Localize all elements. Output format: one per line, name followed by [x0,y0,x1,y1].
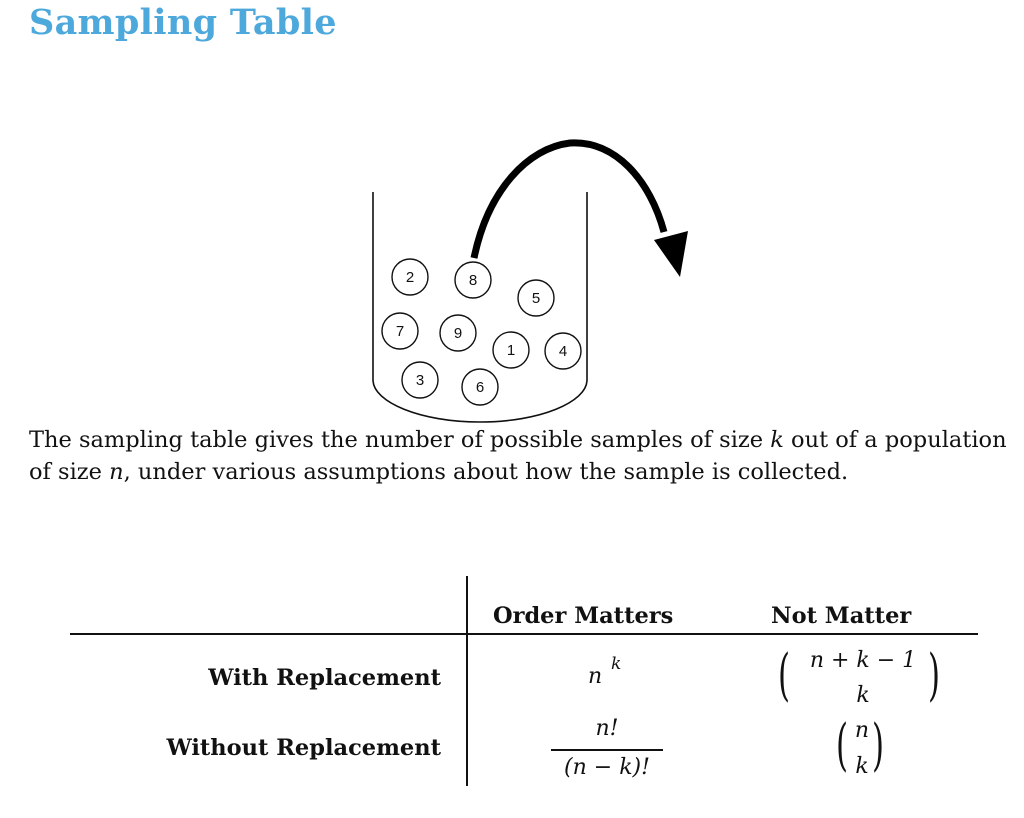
urn-outline [372,192,588,423]
ball: 9 [439,314,477,352]
svg-text:1: 1 [507,342,515,359]
formula-exponent: k [611,654,622,674]
fraction-denominator: (n − k)! [564,755,650,780]
ball: 3 [401,361,439,399]
binom-top: n [854,718,870,743]
svg-text:3: 3 [416,372,424,389]
intro-text: out of a population of size [29,427,1007,485]
ball: 8 [454,261,492,299]
binom-top: n + k − 1 [809,648,917,673]
header-order-matters: Order Matters [493,603,674,629]
svg-text:8: 8 [469,272,477,289]
svg-text:4: 4 [559,343,567,360]
table-horizontal-rule [70,633,978,635]
formula-base: n [588,664,603,689]
right-paren: ) [872,713,885,778]
ball: 1 [492,331,530,369]
intro-text: The sampling table gives the number of p… [29,427,771,453]
fraction-numerator: n! [595,716,619,741]
page-title: Sampling Table [29,2,337,43]
table-vertical-rule [466,576,468,786]
fraction-bar [551,749,663,751]
arrow-arc [470,139,668,259]
intro-paragraph: The sampling table gives the number of p… [29,424,1019,488]
svg-text:9: 9 [454,325,462,342]
var-k: k [770,427,784,453]
ball: 7 [381,312,419,350]
header-not-matter: Not Matter [771,603,912,629]
svg-text:5: 5 [532,290,540,307]
arrow-head [654,231,688,277]
left-paren: ( [778,643,791,708]
ball: 6 [461,368,499,406]
svg-text:2: 2 [406,269,414,286]
ball: 5 [517,279,555,317]
row-label-without-replacement: Without Replacement [166,735,441,761]
binom-bottom: k [856,683,870,708]
binom-bottom: k [855,754,869,779]
var-n: n [109,459,124,485]
left-paren: ( [836,713,849,778]
urn-figure: 2 8 5 7 9 1 4 3 6 [372,139,688,423]
intro-text: , under various assumptions about how th… [123,459,849,485]
ball: 2 [391,258,429,296]
svg-text:6: 6 [476,379,484,396]
row-label-with-replacement: With Replacement [208,665,441,691]
svg-text:7: 7 [396,323,404,340]
ball: 4 [544,332,582,370]
right-paren: ) [928,643,941,708]
